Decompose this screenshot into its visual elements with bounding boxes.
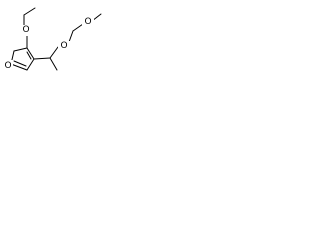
bond-ring-c4-c3-double-inner — [26, 51, 32, 60]
bond-ch-to-ether-o — [49, 46, 59, 59]
bond-ring-c4-to-c3 — [26, 47, 35, 60]
ether-oxygen-mask — [58, 41, 70, 52]
bond-ring-c5-to-c4 — [13, 47, 28, 52]
methoxy-oxygen-mask — [82, 17, 94, 28]
ring-oxygen-mask — [3, 60, 13, 70]
bond-ring-c2-to-o — [10, 63, 28, 71]
methoxy-oxygen-label: O — [84, 17, 91, 27]
bond-c3-to-ch — [33, 57, 51, 60]
ethoxy-oxygen-mask — [20, 25, 32, 36]
atom-labels: O O O O — [3, 17, 94, 71]
chemical-structure-diagram: O O O O — [3, 7, 102, 71]
bond-ethoxy-ch2-to-ch3 — [23, 7, 36, 16]
bond-ch-to-methyl — [49, 57, 58, 71]
bond-ring-c3-to-c2 — [26, 58, 35, 71]
ring-oxygen-label: O — [4, 61, 11, 71]
bond-ether-o-to-ch2 — [68, 30, 74, 43]
ethoxy-oxygen-label: O — [22, 25, 29, 35]
bond-ch2-to-methoxy-o — [72, 23, 84, 32]
ether-oxygen-label: O — [60, 41, 67, 51]
bonds — [10, 7, 102, 71]
bond-ring-c2-o-double-inner — [13, 60, 27, 67]
